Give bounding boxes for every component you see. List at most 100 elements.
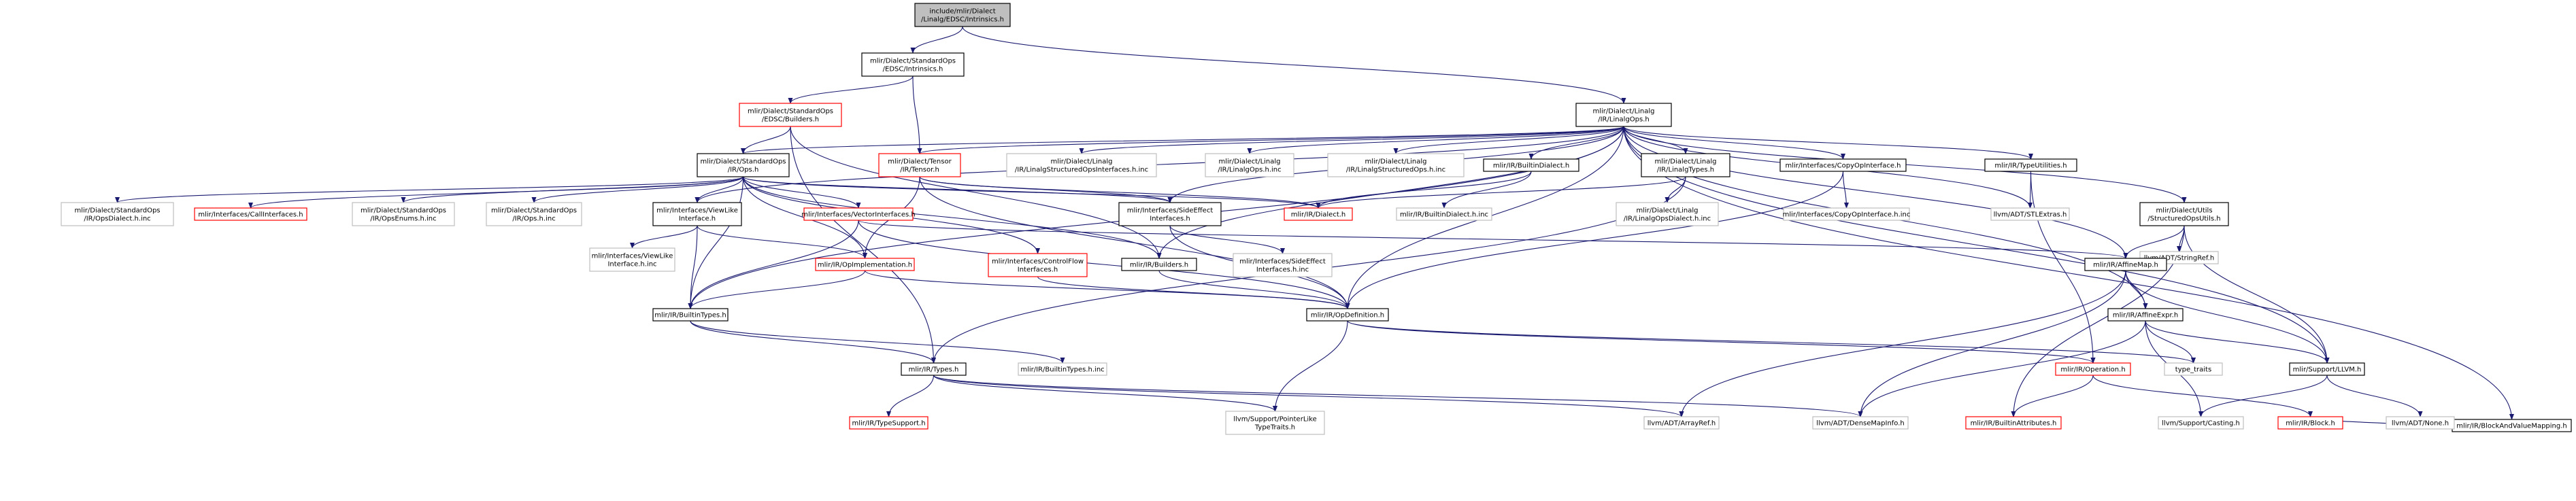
node-type-support[interactable]: mlir/IR/TypeSupport.h	[849, 416, 929, 430]
edge-builders-to-op-def	[1158, 270, 1350, 309]
node-operation[interactable]: mlir/IR/Operation.h	[2055, 362, 2131, 376]
edge-struct-utils-to-affine-map	[2123, 225, 2185, 259]
node-box	[1965, 416, 2062, 430]
node-copy-if[interactable]: mlir/Interfaces/CopyOpInterface.h	[1779, 158, 1907, 172]
node-label-line: /IR/LinalgOpsDialect.h.inc	[1624, 215, 1711, 223]
node-std-intr[interactable]: mlir/Dialect/StandardOps/EDSC/Intrinsics…	[861, 52, 965, 77]
node-lin-types[interactable]: mlir/Dialect/Linalg/IR/LinalgTypes.h	[1641, 153, 1730, 177]
node-box	[1984, 158, 2077, 172]
node-box	[1575, 103, 1672, 127]
node-label-line: mlir/Interfaces/CopyOpInterface.h	[1786, 162, 1901, 170]
edge-op-def-to-operation	[1347, 320, 2096, 364]
edge-side-effect-to-side-effect-inc	[1169, 225, 1285, 254]
edge-affine-map-to-array-ref	[1679, 270, 2126, 417]
node-label-line: /IR/LinalgOps.h	[1598, 116, 1650, 124]
node-box	[352, 202, 455, 226]
node-box	[878, 153, 961, 177]
node-label-line: /StructuredOpsUtils.h	[2147, 215, 2220, 223]
node-box	[1118, 202, 1222, 226]
node-block[interactable]: mlir/IR/Block.h	[2277, 416, 2343, 430]
node-label-line: mlir/IR/BuiltinTypes.h.inc	[1020, 366, 1104, 374]
node-builtin-attrs[interactable]: mlir/IR/BuiltinAttributes.h	[1965, 416, 2062, 430]
node-label-line: mlir/Dialect/Linalg	[1365, 158, 1426, 166]
node-label-line: mlir/IR/AffineExpr.h	[2113, 312, 2178, 319]
node-label-line: mlir/Interfaces/SideEffect	[1127, 207, 1214, 215]
edge-view-like-to-builtin-types	[688, 225, 698, 309]
node-lin-ops-inc: mlir/Dialect/Linalg/IR/LinalgOps.h.inc	[1205, 153, 1294, 177]
edge-control-flow-to-op-def	[1037, 276, 1350, 309]
node-tensor[interactable]: mlir/Dialect/Tensor/IR/Tensor.h	[878, 153, 961, 177]
node-label-line: mlir/Interfaces/ViewLike	[592, 253, 673, 260]
node-affine-expr[interactable]: mlir/IR/AffineExpr.h	[2107, 308, 2184, 322]
node-struct-utils[interactable]: mlir/Dialect/Utils/StructuredOpsUtils.h	[2139, 202, 2229, 226]
node-box	[803, 207, 914, 221]
node-box	[2164, 362, 2223, 376]
node-label-line: mlir/IR/Types.h	[909, 366, 959, 374]
node-std-ops[interactable]: mlir/Dialect/StandardOps/IR/Ops.h	[697, 153, 790, 177]
node-label-line: TypeTraits.h	[1254, 424, 1295, 432]
edge-vector-if-to-op-def	[858, 220, 1350, 309]
node-type-traits: type_traits	[2164, 362, 2223, 376]
edge-lin-types-to-dialect	[1316, 176, 1686, 209]
node-op-def[interactable]: mlir/IR/OpDefinition.h	[1306, 308, 1389, 322]
edge-builtin-dialect-to-builtin-dialect-inc	[1441, 171, 1532, 209]
node-label-line: /EDSC/Intrinsics.h	[883, 66, 943, 73]
node-dialect[interactable]: mlir/IR/Dialect.h	[1284, 207, 1353, 221]
edge-llvm-h-to-none	[2326, 375, 2423, 417]
node-layer: include/mlir/Dialect/Linalg/EDSC/Intrins…	[61, 3, 2572, 435]
edge-linalg-ops-to-type-util	[1623, 126, 2033, 160]
node-array-ref: llvm/ADT/ArrayRef.h	[1643, 416, 1720, 430]
edge-types-to-type-support	[886, 375, 935, 417]
node-type-util[interactable]: mlir/IR/TypeUtilities.h	[1984, 158, 2077, 172]
node-label-line: mlir/Dialect/StandardOps	[748, 108, 833, 116]
edge-tensor-to-side-effect	[919, 176, 1173, 203]
node-std-builders[interactable]: mlir/Dialect/StandardOps/EDSC/Builders.h	[739, 103, 842, 127]
edge-std-ops-to-view-like	[695, 176, 744, 203]
edge-affine-expr-to-type-traits	[2145, 320, 2196, 364]
edge-view-like-to-op-impl	[697, 225, 867, 259]
node-label-line: mlir/Dialect/Linalg	[1218, 158, 1280, 166]
node-box	[589, 247, 675, 272]
node-builtin-dialect[interactable]: mlir/IR/BuiltinDialect.h	[1483, 158, 1579, 172]
edge-root-to-std-intr	[910, 26, 963, 54]
node-box	[1643, 416, 1720, 430]
node-call-if[interactable]: mlir/Interfaces/CallInterfaces.h	[194, 207, 307, 221]
node-types[interactable]: mlir/IR/Types.h	[901, 362, 967, 376]
node-label-line: mlir/Interfaces/VectorInterfaces.h	[801, 211, 916, 219]
node-label-line: llvm/ADT/ArrayRef.h	[1647, 420, 1716, 428]
node-box	[1396, 207, 1492, 221]
edge-types-to-array-ref	[933, 375, 1684, 417]
node-affine-map[interactable]: mlir/IR/AffineMap.h	[2084, 258, 2167, 271]
edge-affine-expr-to-llvm-h	[2145, 320, 2330, 364]
node-label-line: mlir/IR/Block.h	[2286, 420, 2335, 428]
edge-operation-to-block	[2092, 375, 2313, 417]
node-label-line: mlir/IR/BuiltinTypes.h	[654, 312, 726, 319]
node-box	[1616, 202, 1719, 226]
node-lin-ops-dialect-inc: mlir/Dialect/Linalg/IR/LinalgOpsDialect.…	[1616, 202, 1719, 226]
node-box	[2386, 416, 2455, 430]
node-label-line: mlir/IR/BuiltinAttributes.h	[1971, 420, 2057, 428]
edge-linalg-ops-to-builtin-dialect	[1528, 126, 1624, 160]
edge-affine-expr-to-dense-map	[1858, 320, 2146, 417]
node-dense-map: llvm/ADT/DenseMapInfo.h	[1812, 416, 1909, 430]
node-label-line: mlir/Interfaces/CallInterfaces.h	[198, 211, 303, 219]
node-bvm[interactable]: mlir/IR/BlockAndValueMapping.h	[2452, 419, 2572, 432]
node-linalg-ops[interactable]: mlir/Dialect/Linalg/IR/LinalgOps.h	[1575, 103, 1672, 127]
node-op-impl[interactable]: mlir/IR/OpImplementation.h	[815, 258, 915, 271]
node-box	[815, 258, 915, 271]
node-box	[1779, 158, 1907, 172]
edge-layer	[115, 26, 2514, 432]
edge-std-ops-to-dialect	[742, 176, 1321, 209]
node-llvm-h[interactable]: mlir/Support/LLVM.h	[2289, 362, 2365, 376]
node-box	[2107, 308, 2184, 322]
node-vector-if[interactable]: mlir/Interfaces/VectorInterfaces.h	[801, 207, 916, 221]
node-builders[interactable]: mlir/IR/Builders.h	[1121, 258, 1197, 271]
node-builtin-types[interactable]: mlir/IR/BuiltinTypes.h	[652, 308, 729, 322]
edge-std-intr-to-std-builders	[788, 75, 914, 104]
edge-affine-map-to-llvm-h	[2125, 270, 2330, 364]
node-label-line: /IR/Ops.h.inc	[512, 215, 555, 223]
node-label-line: mlir/Dialect/StandardOps	[700, 158, 786, 166]
